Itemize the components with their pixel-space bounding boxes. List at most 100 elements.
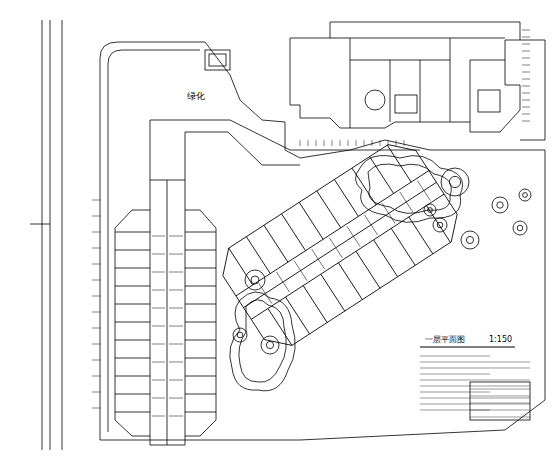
plan-label: 1:150 — [488, 336, 513, 345]
plan-stroke — [169, 326, 183, 327]
tree-symbol — [437, 222, 443, 228]
plan-stroke — [152, 254, 165, 255]
plan-stroke — [312, 249, 325, 269]
plan-stroke — [115, 394, 150, 395]
tree-symbol — [237, 332, 243, 338]
plan-stroke — [300, 140, 301, 146]
plan-stroke — [299, 202, 323, 239]
plan-stroke — [152, 416, 165, 417]
tree-symbol — [517, 225, 523, 231]
plan-stroke — [169, 344, 183, 345]
plan-stroke — [152, 272, 165, 273]
tree-symbol — [497, 202, 503, 208]
tree-symbol — [428, 208, 433, 213]
plan-stroke — [380, 140, 381, 146]
plan-stroke — [420, 398, 530, 399]
plan-stroke — [115, 358, 150, 359]
plan-stroke — [92, 360, 100, 361]
plan-stroke — [169, 398, 183, 399]
plan-stroke — [169, 290, 183, 291]
plan-stroke — [356, 251, 380, 288]
plan-stroke — [374, 240, 398, 277]
plan-stroke — [115, 286, 150, 287]
plan-stroke — [185, 304, 216, 305]
plan-stroke — [276, 272, 289, 292]
plan-stroke — [152, 290, 165, 291]
plan-stroke — [229, 248, 253, 285]
plan-stroke — [169, 272, 183, 273]
plan-stroke — [356, 140, 357, 146]
plan-stroke — [92, 376, 100, 377]
plan-stroke — [152, 362, 165, 363]
plan-stroke — [185, 412, 216, 413]
plan-stroke — [303, 286, 327, 323]
plan-stroke — [387, 145, 411, 182]
plan-stroke — [169, 308, 183, 309]
plan-stroke — [92, 328, 100, 329]
tree-symbol — [449, 176, 460, 187]
tree-symbol — [466, 236, 473, 243]
plan-stroke — [340, 140, 341, 146]
tree-symbol — [492, 197, 508, 213]
plan-stroke — [470, 417, 530, 418]
plan-stroke — [324, 140, 325, 146]
plan-stroke — [420, 392, 490, 393]
plan-stroke — [420, 362, 530, 363]
tree-symbol — [251, 276, 259, 284]
plan-stroke — [115, 268, 150, 269]
plan-stroke — [522, 107, 530, 108]
plan-stroke — [169, 416, 183, 417]
plan-stroke — [470, 403, 530, 404]
plan-stroke — [115, 232, 150, 233]
plan-stroke — [522, 58, 530, 59]
plan-stroke — [329, 238, 342, 258]
plan-stroke — [522, 114, 530, 115]
plan-stroke — [420, 386, 530, 387]
plan-stroke — [470, 396, 530, 397]
plan-stroke — [522, 86, 530, 87]
plan-stroke — [470, 410, 530, 411]
plan-stroke — [185, 358, 216, 359]
plan-stroke — [347, 226, 360, 246]
plan-stroke — [92, 232, 100, 233]
tree-symbol — [233, 328, 247, 342]
plan-stroke — [169, 362, 183, 363]
tree-symbol — [461, 231, 479, 249]
plan-stroke — [92, 312, 100, 313]
plan-stroke — [404, 140, 405, 146]
plan-stroke — [115, 412, 150, 413]
plan-stroke — [92, 216, 100, 217]
tree-symbol — [441, 168, 469, 196]
plan-stroke — [420, 374, 490, 375]
plan-stroke — [152, 326, 165, 327]
plan-stroke — [169, 254, 183, 255]
plan-stroke — [92, 392, 100, 393]
tree-symbol — [245, 270, 265, 290]
plan-stroke — [169, 380, 183, 381]
plan-stroke — [522, 100, 530, 101]
plan-stroke — [522, 79, 530, 80]
tree-symbol — [513, 221, 527, 235]
plan-stroke — [115, 322, 150, 323]
plan-stroke — [115, 340, 150, 341]
plan-stroke — [115, 376, 150, 377]
tree-symbol — [424, 204, 436, 216]
plan-stroke — [185, 322, 216, 323]
plan-stroke — [185, 232, 216, 233]
plan-stroke — [185, 394, 216, 395]
plan-stroke — [294, 261, 307, 281]
tree-symbol — [519, 189, 531, 201]
drawing-title: 一层平面图 — [424, 336, 466, 345]
plan-stroke — [152, 380, 165, 381]
plan-stroke — [92, 264, 100, 265]
plan-stroke — [92, 200, 100, 201]
plan-stroke — [420, 404, 530, 405]
plan-stroke — [185, 340, 216, 341]
plan-stroke — [316, 140, 317, 146]
plan-stroke — [152, 344, 165, 345]
plan-stroke — [426, 206, 450, 243]
plan-stroke — [470, 389, 530, 390]
plan-stroke — [286, 297, 310, 334]
